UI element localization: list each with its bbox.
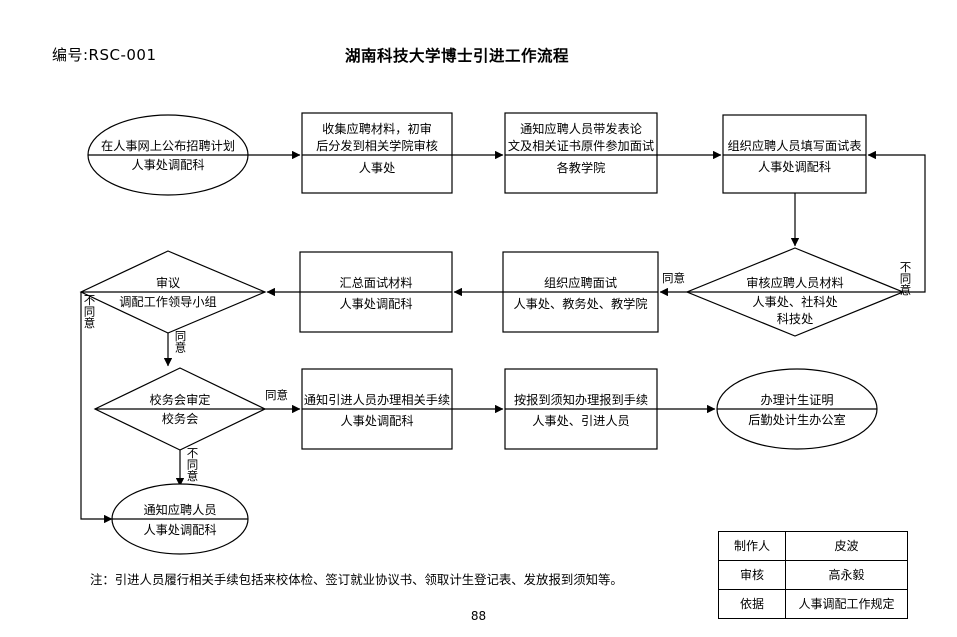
node-line: 校务会 (161, 412, 199, 426)
node-review-materials-top: 审核应聘人员材料 (700, 256, 890, 292)
shape-notify-candidates (504, 112, 658, 194)
page-number: 88 (470, 609, 487, 623)
node-line: 收集应聘材料，初审 (322, 121, 432, 136)
node-line: 审议 (155, 275, 181, 290)
node-notify-applicant-bottom: 人事处调配科 (112, 522, 248, 554)
node-line: 人事处 (358, 161, 396, 175)
table-row: 审核 高永毅 (718, 560, 908, 590)
node-start-publish-bottom: 人事处调配科 (88, 157, 248, 195)
shape-fill-interview-form (722, 114, 867, 194)
node-line: 按报到须知办理报到手续 (513, 392, 649, 407)
node-line: 人事处调配科 (143, 523, 217, 537)
edge-label-review-agree: 同意 (662, 271, 685, 285)
node-organize-interview-top: 组织应聘面试 (503, 252, 658, 292)
node-notify-procedures-top: 通知引进人员办理相关手续 (299, 369, 455, 409)
node-line: 通知应聘人员带发表论 (520, 121, 642, 136)
node-collect-materials-top: 收集应聘材料，初审 后分发到相关学院审核 (302, 113, 452, 155)
node-organize-interview-bottom: 人事处、教务处、教学院 (503, 296, 658, 330)
table-cell-label: 审核 (718, 560, 786, 590)
node-line: 汇总面试材料 (339, 275, 413, 290)
node-line: 通知引进人员办理相关手续 (303, 392, 451, 407)
document-number: 编号:RSC-001 (52, 46, 157, 64)
node-collect-materials-bottom: 人事处 (302, 160, 452, 193)
signature-table: 制作人 皮波 审核 高永毅 依据 人事调配工作规定 (718, 531, 908, 619)
node-review-materials-bottom: 人事处、社科处 科技处 (700, 294, 890, 334)
table-cell-label: 制作人 (718, 531, 786, 561)
node-line: 人事处、引进人员 (532, 414, 630, 428)
node-line: 后勤处计生办公室 (748, 413, 846, 427)
node-line: 人事处、教务处、教学院 (513, 297, 648, 311)
node-school-affairs-review-top: 校务会审定 (110, 373, 250, 409)
node-line: 办理计生证明 (760, 392, 834, 407)
table-row: 制作人 皮波 (718, 531, 908, 561)
edge-label-deliberation-disagree: 不同意 (82, 294, 97, 329)
footnote: 注：引进人员履行相关手续包括来校体检、签订就业协议书、领取计生登记表、发放报到须… (90, 572, 623, 587)
node-line: 人事处、社科处 (752, 295, 838, 309)
shape-collect-materials (301, 112, 453, 194)
table-row: 依据 人事调配工作规定 (718, 589, 908, 619)
edge-review-disagree-loop (867, 150, 926, 293)
node-line: 审核应聘人员材料 (746, 275, 844, 290)
node-deliberation-top: 审议 (98, 256, 238, 292)
node-line: 文及相关证书原件参加面试 (507, 138, 655, 153)
node-line: 各教学院 (556, 161, 606, 175)
node-line: 组织应聘人员填写面试表 (727, 138, 862, 153)
node-fill-interview-form-top: 组织应聘人员填写面试表 (720, 115, 869, 155)
node-notify-candidates-bottom: 各教学院 (505, 160, 657, 193)
node-line: 在人事网上公布招聘计划 (100, 138, 236, 153)
table-cell-value: 人事调配工作规定 (785, 589, 908, 619)
edge-label-school-agree: 同意 (265, 388, 288, 402)
node-family-planning-cert-bottom: 后勤处计生办公室 (717, 412, 877, 448)
node-family-planning-cert-top: 办理计生证明 (717, 369, 877, 409)
node-summarize-materials-top: 汇总面试材料 (300, 252, 452, 292)
edge-label-school-disagree: 不同意 (185, 447, 200, 482)
node-school-affairs-review-bottom: 校务会 (110, 411, 250, 447)
node-line: 人事处调配科 (757, 160, 832, 174)
node-start-publish-top: 在人事网上公布招聘计划 (88, 115, 248, 155)
node-fill-interview-form-bottom: 人事处调配科 (723, 159, 866, 193)
node-line: 科技处 (776, 312, 814, 327)
node-line: 调配工作领导小组 (119, 295, 217, 309)
node-line: 人事处调配科 (131, 158, 205, 172)
edge-label-review-disagree: 不同意 (898, 261, 913, 296)
node-line: 人事处调配科 (339, 297, 413, 311)
table-cell-label: 依据 (718, 589, 786, 619)
node-notify-procedures-bottom: 人事处调配科 (302, 413, 452, 447)
table-cell-value: 高永毅 (785, 560, 908, 590)
node-line: 人事处调配科 (340, 414, 414, 428)
node-line: 后分发到相关学院审核 (316, 138, 438, 153)
node-notify-applicant-top: 通知应聘人员 (112, 484, 248, 519)
page-title: 湖南科技大学博士引进工作流程 (345, 47, 570, 65)
node-summarize-materials-bottom: 人事处调配科 (300, 296, 452, 330)
node-line: 组织应聘面试 (543, 275, 618, 290)
node-line: 校务会审定 (149, 392, 211, 407)
node-report-procedures-top: 按报到须知办理报到手续 (505, 369, 657, 409)
table-cell-value: 皮波 (785, 531, 908, 561)
node-report-procedures-bottom: 人事处、引进人员 (505, 413, 657, 447)
node-line: 通知应聘人员 (143, 502, 217, 517)
node-deliberation-bottom: 调配工作领导小组 (88, 294, 248, 330)
signature-table-body: 制作人 皮波 审核 高永毅 依据 人事调配工作规定 (718, 531, 908, 619)
node-notify-candidates-top: 通知应聘人员带发表论 文及相关证书原件参加面试 (503, 113, 659, 155)
edge-label-deliberation-agree: 同意 (173, 330, 188, 353)
edge-deliberation-disagree (80, 292, 113, 524)
